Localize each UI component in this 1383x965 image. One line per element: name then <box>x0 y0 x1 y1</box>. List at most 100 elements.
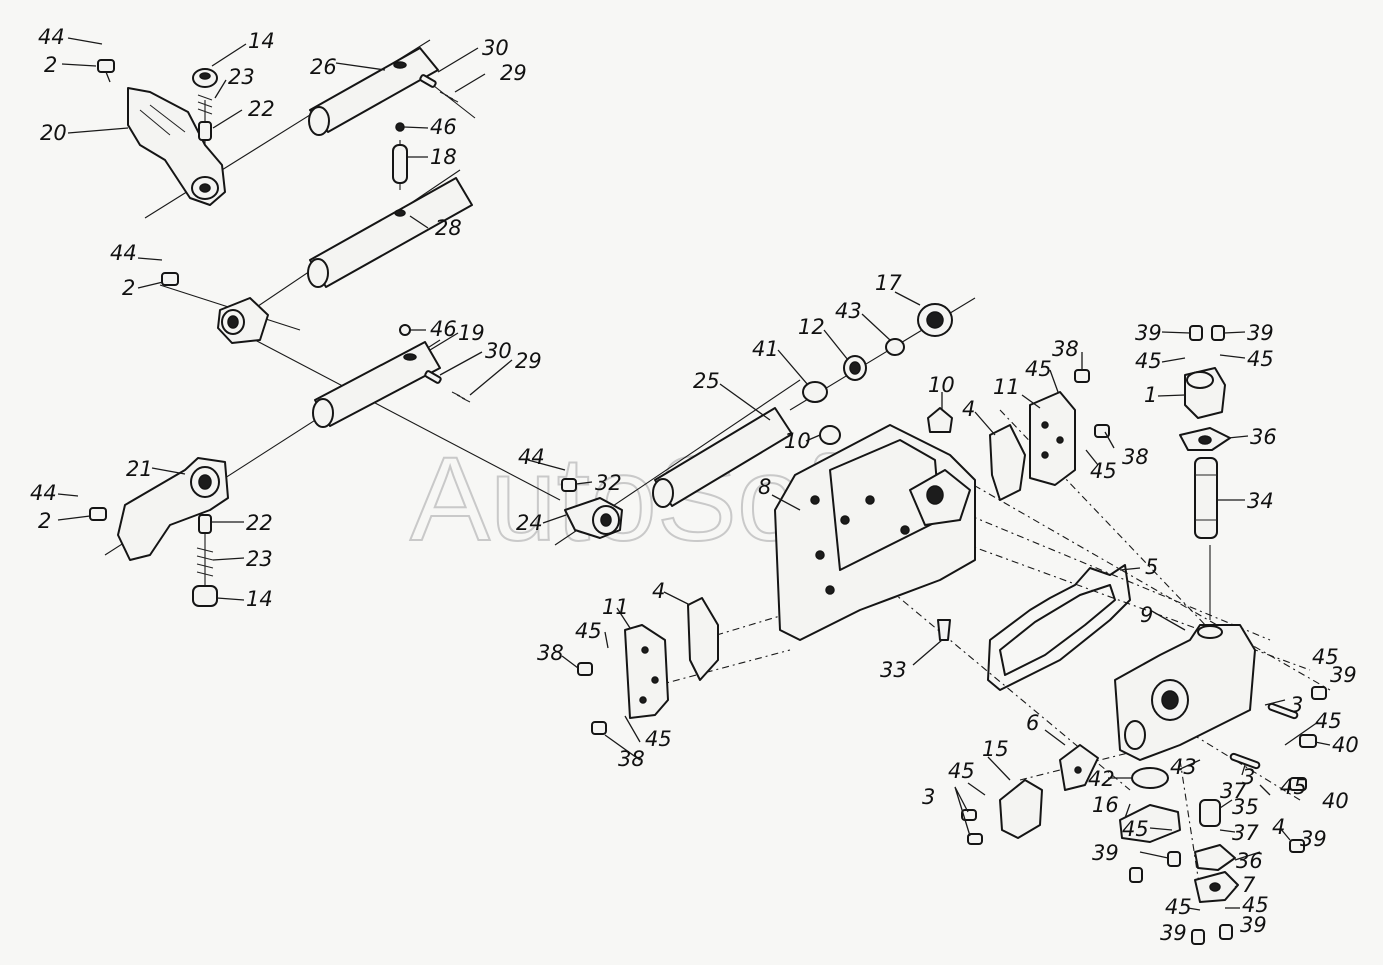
part-8-housing <box>774 424 976 641</box>
part-1-valve-body <box>1184 367 1226 419</box>
callout-33: 33 <box>880 658 907 682</box>
part-17-bushing <box>917 303 953 337</box>
callout-38: 38 <box>1052 337 1079 361</box>
part-16-cover <box>1119 804 1181 843</box>
part-5-gasket <box>987 564 1131 691</box>
part-6-gasket <box>1059 744 1099 791</box>
callout-45: 45 <box>575 619 602 643</box>
callout-45: 45 <box>1315 709 1342 733</box>
callout-44: 44 <box>518 445 545 469</box>
part-hub-middle <box>217 297 269 344</box>
part-33-bolt <box>937 619 951 641</box>
part-30-pin-mid <box>424 370 442 384</box>
callout-11: 11 <box>602 595 629 619</box>
callout-43: 43 <box>1170 755 1197 779</box>
callout-44: 44 <box>38 25 65 49</box>
callout-29: 29 <box>515 349 542 373</box>
callout-2: 2 <box>122 276 135 300</box>
part-11-cover-upper <box>1029 391 1076 486</box>
callout-28: 28 <box>435 216 462 240</box>
callout-4: 4 <box>962 397 975 421</box>
callout-46: 46 <box>430 317 457 341</box>
callout-39: 39 <box>1300 827 1327 851</box>
callout-3: 3 <box>1242 765 1255 789</box>
callout-16: 16 <box>1092 793 1119 817</box>
part-2-bolt-lower <box>89 507 107 521</box>
part-42-gasket <box>1131 767 1169 789</box>
callout-45: 45 <box>948 759 975 783</box>
callout-5: 5 <box>1145 555 1158 579</box>
callout-8: 8 <box>758 475 771 499</box>
part-43-ring <box>885 338 905 356</box>
callout-14: 14 <box>246 587 273 611</box>
callout-39: 39 <box>1247 321 1274 345</box>
part-2-bolt-middle <box>161 272 179 286</box>
callout-39: 39 <box>1135 321 1162 345</box>
part-20-shift-fork <box>127 87 226 206</box>
part-46-ball-mid <box>399 324 411 336</box>
callout-40: 40 <box>1332 733 1359 757</box>
callout-30: 30 <box>482 36 509 60</box>
callout-22: 22 <box>246 511 273 535</box>
callout-12: 12 <box>798 315 825 339</box>
part-30-pin-top <box>419 74 437 88</box>
callouts: 44 2 20 14 23 22 26 30 29 46 18 28 44 2 … <box>30 25 1359 945</box>
part-21-shift-fork <box>117 457 229 561</box>
part-22-plunger-lower <box>198 514 212 534</box>
callout-22: 22 <box>248 97 275 121</box>
callout-42: 42 <box>1088 767 1115 791</box>
part-24-lever <box>564 497 623 539</box>
part-14-cap-top <box>192 68 218 88</box>
part-41-plug <box>802 381 828 403</box>
callout-2: 2 <box>44 53 57 77</box>
part-28-shaft <box>307 177 473 288</box>
callout-11: 11 <box>993 375 1020 399</box>
callout-10: 10 <box>928 373 955 397</box>
callout-7: 7 <box>1242 873 1256 897</box>
callout-32: 32 <box>595 471 622 495</box>
callout-45: 45 <box>1312 645 1339 669</box>
part-38-bolt-lower-a <box>577 662 593 676</box>
callout-38: 38 <box>618 747 645 771</box>
callout-25: 25 <box>693 369 720 393</box>
callout-44: 44 <box>110 241 137 265</box>
part-2-bolt-top <box>97 59 115 83</box>
part-39-screw-b <box>1211 325 1225 341</box>
part-4-gasket-lower <box>687 597 719 681</box>
callout-21: 21 <box>126 457 153 481</box>
part-29-spring-top <box>439 91 459 103</box>
part-39-bolts-lower <box>1129 686 1327 945</box>
callout-15: 15 <box>982 737 1009 761</box>
part-36-flange-upper <box>1179 427 1231 451</box>
callout-10: 10 <box>784 429 811 453</box>
callout-17: 17 <box>875 271 902 295</box>
callout-41: 41 <box>752 337 779 361</box>
callout-29: 29 <box>500 61 527 85</box>
callout-36: 36 <box>1236 849 1263 873</box>
callout-37: 37 <box>1232 821 1259 845</box>
callout-45: 45 <box>1025 357 1052 381</box>
part-18-pin <box>392 144 408 184</box>
part-12-seal <box>843 355 867 381</box>
part-36-flange-lower <box>1194 844 1236 871</box>
callout-39: 39 <box>1092 841 1119 865</box>
part-22-plunger-top <box>198 121 212 141</box>
callout-45: 45 <box>645 727 672 751</box>
callout-20: 20 <box>40 121 67 145</box>
callout-23: 23 <box>246 547 273 571</box>
callout-43: 43 <box>835 299 862 323</box>
callout-38: 38 <box>537 641 564 665</box>
part-40-bolts <box>1289 734 1317 791</box>
part-4-gasket-upper <box>989 424 1026 501</box>
part-10-plug-b <box>819 425 841 445</box>
part-9-valve-block <box>1114 624 1256 761</box>
callout-45: 45 <box>1242 893 1269 917</box>
callout-23: 23 <box>228 65 255 89</box>
callout-1: 1 <box>1144 383 1157 407</box>
part-11-cover-lower <box>624 624 669 719</box>
part-14-cap-lower <box>192 585 218 607</box>
callout-26: 26 <box>310 55 337 79</box>
callout-45: 45 <box>1135 349 1162 373</box>
callout-45: 45 <box>1165 895 1192 919</box>
